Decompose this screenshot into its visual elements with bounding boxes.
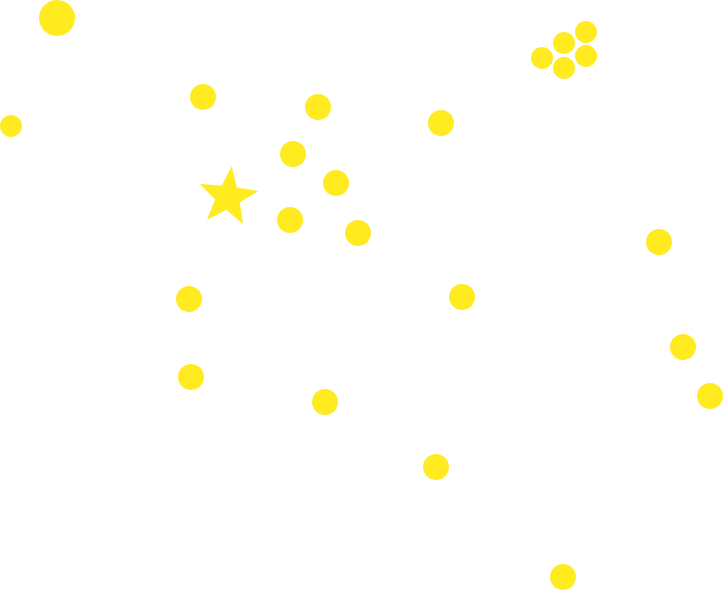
dot — [345, 220, 371, 246]
dot — [550, 564, 576, 590]
dot — [697, 383, 723, 409]
dot — [280, 141, 306, 167]
dot-large — [39, 0, 75, 36]
dot — [423, 454, 449, 480]
star-icon — [199, 166, 259, 225]
dot — [277, 207, 303, 233]
dot — [575, 45, 597, 67]
dot — [190, 84, 216, 110]
dot — [646, 229, 672, 255]
dot — [575, 21, 597, 43]
dot — [305, 94, 331, 120]
dot — [553, 57, 575, 79]
dot — [449, 284, 475, 310]
dot — [176, 286, 202, 312]
dot — [178, 364, 204, 390]
dot — [531, 47, 553, 69]
dot — [553, 32, 575, 54]
dot — [428, 110, 454, 136]
dot — [670, 334, 696, 360]
dot — [323, 170, 349, 196]
dot — [0, 115, 22, 137]
dot — [312, 389, 338, 415]
